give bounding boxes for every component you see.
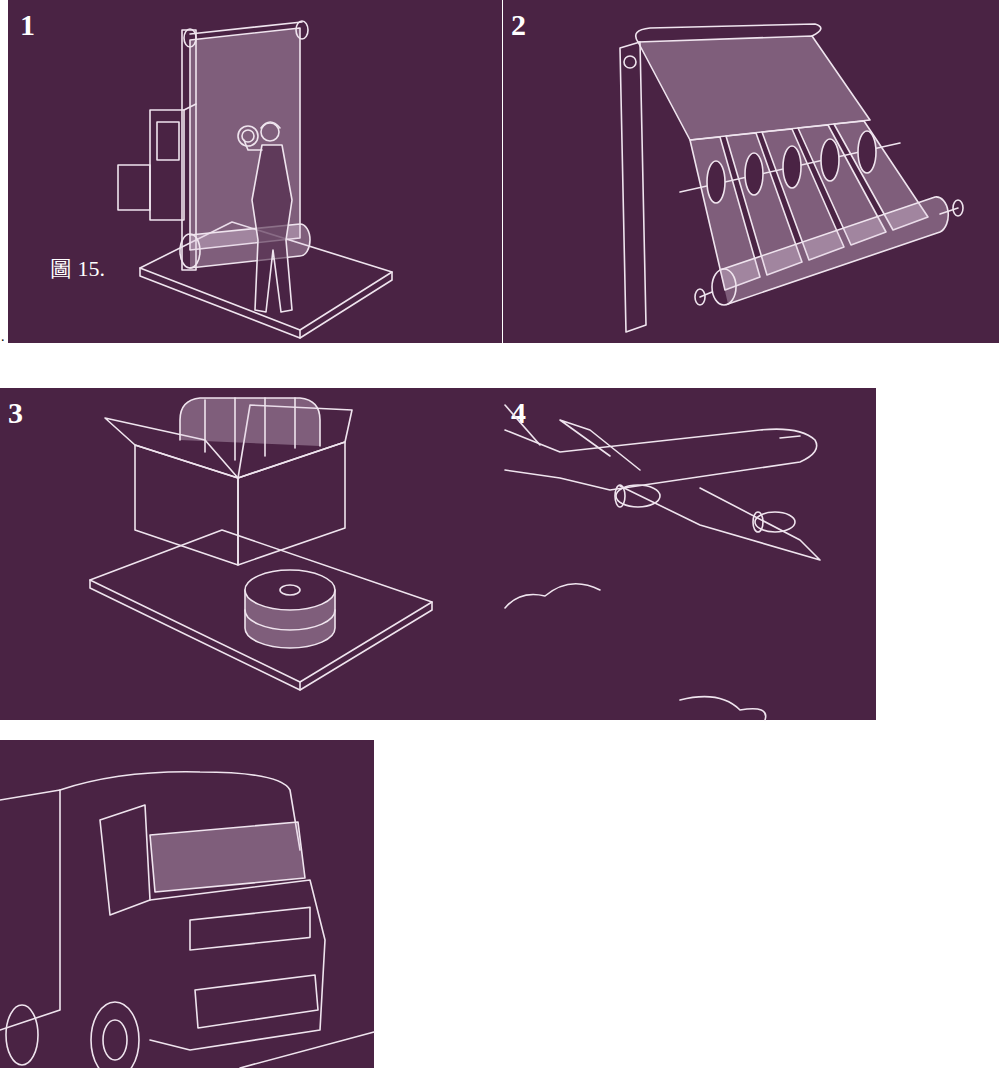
step-number: 2 bbox=[511, 10, 526, 40]
stray-mark: . bbox=[1, 330, 5, 344]
inspector-figure bbox=[238, 122, 292, 312]
step-number: 3 bbox=[8, 398, 23, 428]
film-machine bbox=[118, 21, 392, 338]
step-number: 4 bbox=[511, 398, 526, 428]
step-number: 1 bbox=[20, 10, 35, 40]
figure-panel: 1 圖 15. bbox=[8, 0, 502, 343]
packed-rolls bbox=[90, 398, 432, 690]
figure-panel: 2 bbox=[503, 0, 999, 343]
truck-panel bbox=[0, 740, 374, 1068]
airplane bbox=[505, 405, 820, 720]
figure-panel: 4 bbox=[505, 388, 876, 720]
slitting-machine bbox=[620, 24, 963, 332]
truck bbox=[0, 772, 374, 1068]
figure-panel: 3 bbox=[0, 388, 505, 720]
figure-caption: 圖 15. bbox=[50, 258, 105, 280]
